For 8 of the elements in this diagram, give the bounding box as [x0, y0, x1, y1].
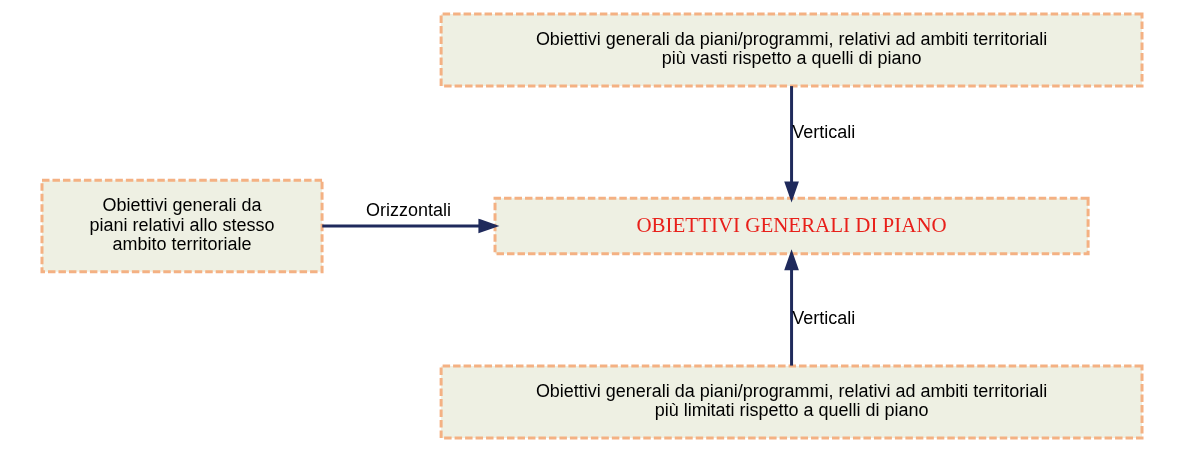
arrow: [321, 218, 499, 234]
node-box: Obiettivi generali da piani/programmi, relativi ad ambiti territoriali più limitati rispetto a quelli di piano: [439, 364, 1143, 440]
node-box: Obiettivi generali da piani/programmi, relativi ad ambiti territoriali più vasti rispetto a quelli di piano: [439, 12, 1143, 88]
edge-label: Orizzontali: [365, 200, 451, 221]
arrow: [783, 249, 799, 366]
node-box: Obiettivi generali da piani relativi allo stesso ambito territoriale: [40, 178, 324, 274]
arrow: [783, 86, 799, 203]
node-box: OBIETTIVI GENERALI DI PIANO: [493, 196, 1090, 256]
